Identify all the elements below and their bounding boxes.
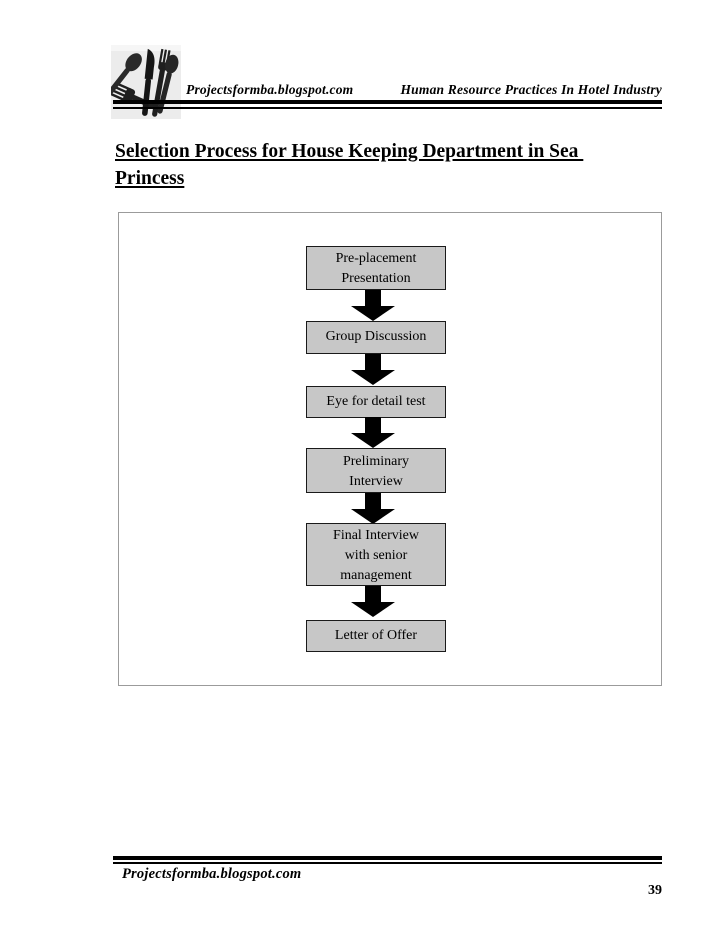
footer-site-url: Projectsformba.blogspot.com: [122, 866, 302, 882]
footer-divider-thick: [113, 856, 662, 860]
arrow-head: [351, 370, 395, 385]
page-number: 39: [648, 883, 662, 898]
arrow-shaft: [365, 586, 381, 602]
header-course-title: Human Resource Practices In Hotel Indust…: [400, 82, 662, 97]
arrow-head: [351, 433, 395, 448]
cutlery-logo: [104, 45, 183, 121]
header-divider-thick: [113, 100, 662, 104]
header-divider-thin: [113, 107, 662, 109]
flow-step-final-interview: Final Interview with senior management: [306, 523, 446, 586]
arrow-head: [351, 602, 395, 617]
down-arrow-icon: [351, 290, 395, 321]
flow-step-preliminary-interview: Preliminary Interview: [306, 448, 446, 493]
arrow-head: [351, 509, 395, 524]
arrow-shaft: [365, 417, 381, 433]
flow-step-pre-placement-presentation: Pre-placement Presentation: [306, 246, 446, 290]
arrow-shaft: [365, 354, 381, 370]
arrow-shaft: [365, 493, 381, 509]
down-arrow-icon: [351, 417, 395, 448]
page-title: Selection Process for House Keeping Depa…: [115, 138, 583, 192]
down-arrow-icon: [351, 493, 395, 524]
flowchart-frame: Pre-placement Presentation Group Discuss…: [118, 212, 662, 686]
flow-step-group-discussion: Group Discussion: [306, 321, 446, 354]
arrow-shaft: [365, 290, 381, 306]
down-arrow-icon: [351, 354, 395, 385]
arrow-head: [351, 306, 395, 321]
cutlery-logo-image: [104, 45, 181, 119]
page-title-line2: Princess: [115, 168, 185, 189]
footer-divider-thin: [113, 862, 662, 864]
flow-step-eye-for-detail-test: Eye for detail test: [306, 386, 446, 418]
header-site-url: Projectsformba.blogspot.com: [186, 82, 354, 97]
flow-step-letter-of-offer: Letter of Offer: [306, 620, 446, 652]
page-title-line1: Selection Process for House Keeping Depa…: [115, 141, 584, 162]
down-arrow-icon: [351, 586, 395, 617]
